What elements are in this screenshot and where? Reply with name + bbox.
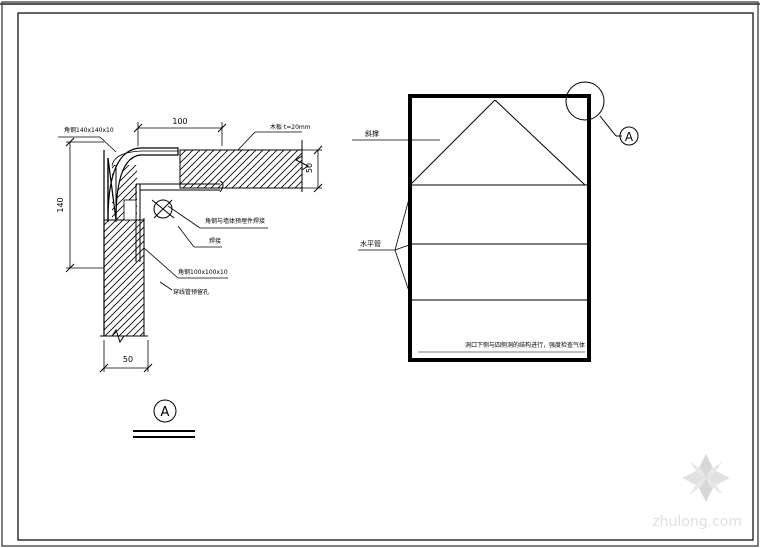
watermark-logo-icon (682, 454, 730, 502)
callout-marker: A (625, 130, 634, 144)
callout-circle (565, 81, 605, 121)
inner-angle (135, 183, 220, 262)
wall-left (103, 219, 145, 337)
dim-bottom: 50 (123, 355, 133, 364)
label-angle-top: 角钢140x140x10 (64, 126, 114, 134)
label-angle-bottom: 角钢100x100x10 (178, 268, 228, 276)
section-marker: A (161, 405, 170, 420)
label-slope: 斜撑 (365, 129, 379, 138)
corner-detail: 100 140 50 50 角钢140x140x10 木板 t=20mm 角钢与… (56, 117, 323, 438)
opening-frame (408, 94, 591, 362)
dim-right: 50 (305, 163, 314, 173)
top-slab (179, 149, 303, 189)
plan-note: 洞口下侧与四侧洞的结构进行，强度检查气体 (465, 341, 585, 349)
watermark-text: zhulong.com (652, 514, 742, 530)
label-fix: 角钢与墙体预埋件焊接 (205, 217, 265, 225)
section-marker-circle (153, 399, 177, 423)
label-weld: 焊接 (209, 237, 221, 245)
callout-marker-circle (619, 126, 639, 146)
plan-view: 斜撑 水平管 洞口下侧与四侧洞的结构进行，强度检查气体 A (352, 81, 639, 362)
label-horizontal: 水平管 (360, 239, 381, 248)
label-pipe: 穿线管预留孔 (173, 288, 209, 296)
label-wood: 木板 t=20mm (270, 123, 311, 131)
angle-steel (107, 147, 179, 221)
watermark: zhulong.com (652, 454, 742, 530)
dim-top: 100 (172, 117, 187, 126)
dim-left: 140 (56, 197, 65, 212)
